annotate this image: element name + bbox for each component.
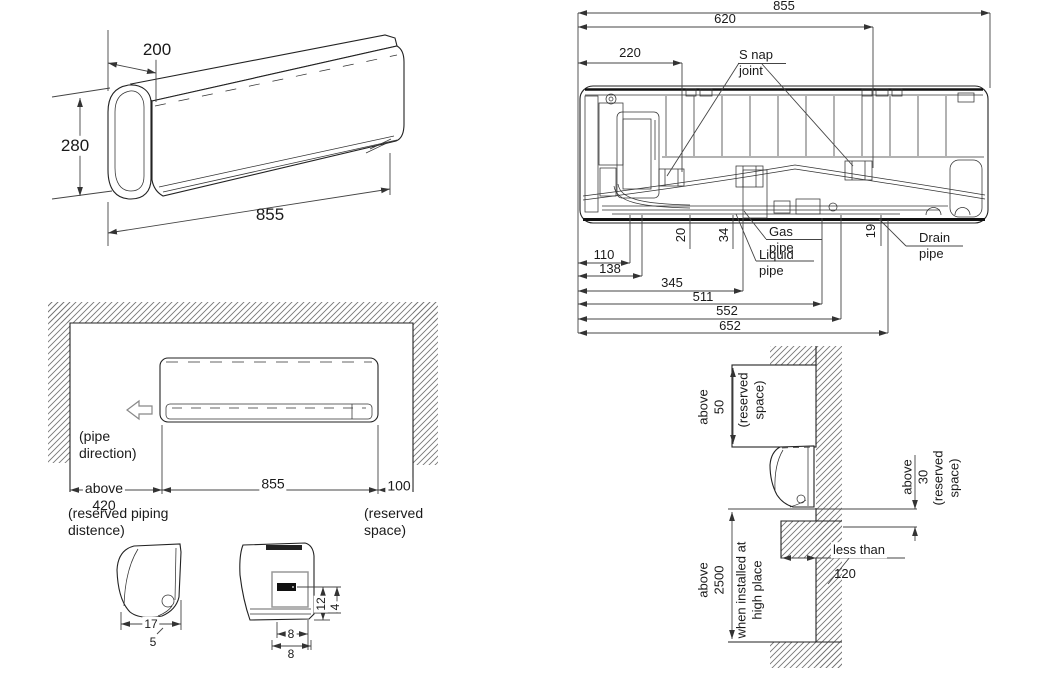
rear-dim-511: 511 (692, 289, 714, 305)
wall-dim-above-2500: above 2500 (695, 562, 726, 598)
side-dim-8-top: 8 (285, 626, 297, 642)
rear-dim-652: 652 (719, 318, 741, 334)
rear-dim-19: 19 (863, 223, 879, 239)
wall-high-place-note: when installed at high place (733, 541, 764, 639)
rear-view (577, 10, 991, 336)
iso-depth-dim: 200 (140, 39, 174, 61)
rear-dim-34: 34 (716, 227, 732, 243)
pipe-direction-arrow-icon (126, 399, 153, 421)
wall-dim-120: 120 (834, 566, 856, 582)
rear-dim-620: 620 (714, 11, 736, 27)
liquid-pipe-label: Liquid pipe (759, 247, 794, 278)
gas-pipe-label: Gas pipe (769, 224, 794, 255)
wall-dim-above-50: above 50 (695, 389, 726, 425)
wall-reserved-space-top: (reserved space) (735, 372, 766, 428)
clearance-view (48, 302, 438, 650)
clearance-dim-100: 100 (385, 477, 413, 495)
iso-view (51, 30, 405, 246)
rear-dim-20: 20 (673, 227, 689, 243)
side-dim-17: 17 (142, 616, 160, 632)
wall-view (728, 346, 918, 668)
drain-pipe-label: Drain pipe (919, 230, 951, 261)
reserved-space-note-bl: (reserved space) (364, 505, 424, 538)
wall-dim-above-30: above 30 (899, 459, 930, 495)
iso-width-dim: 855 (255, 204, 285, 224)
rear-dim-552: 552 (716, 303, 738, 319)
side-dim-12: 12 (313, 595, 329, 613)
reserved-piping-note: (reserved piping distence) (68, 505, 169, 538)
side-dim-8-bottom: 8 (287, 646, 295, 661)
side-dim-5: 5 (149, 634, 157, 649)
side-dim-4: 4 (327, 601, 343, 613)
rear-dim-110: 110 (593, 247, 615, 263)
snap-joint-label: S nap joint (739, 47, 773, 78)
rear-dim-345: 345 (661, 275, 683, 291)
clearance-dim-855: 855 (259, 475, 287, 493)
wall-reserved-space-right: (reserved space) (930, 450, 961, 506)
rear-dim-220: 220 (619, 45, 641, 61)
rear-dim-855: 855 (773, 0, 795, 14)
rear-dim-138: 138 (599, 261, 621, 277)
pipe-direction-label: (pipe direction) (79, 428, 137, 461)
wall-dim-less-than: less than (830, 542, 888, 558)
iso-height-dim: 280 (58, 135, 92, 157)
